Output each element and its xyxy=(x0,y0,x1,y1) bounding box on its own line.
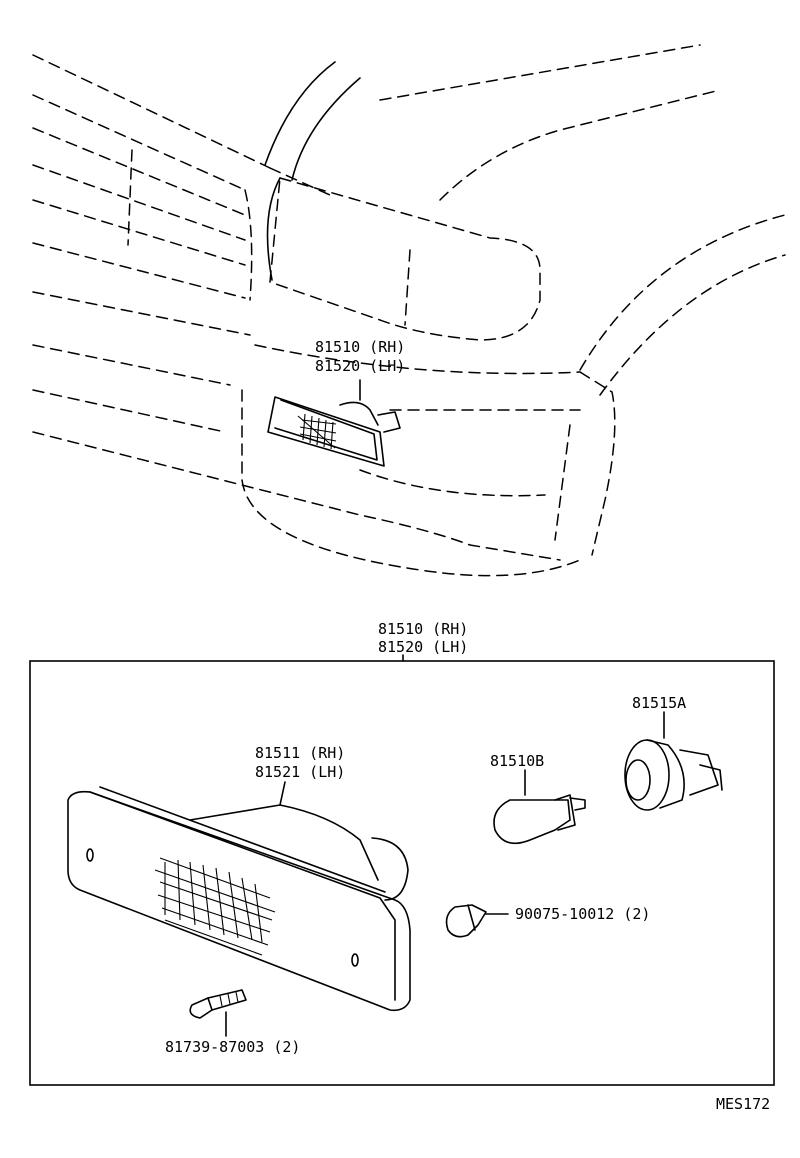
bulb-icon xyxy=(493,794,586,845)
part-90075-10012: 90075-10012 (2) xyxy=(515,905,650,923)
vehicle-front-solid xyxy=(264,61,361,281)
bulb-socket-icon xyxy=(624,739,723,811)
lamp-lens-housing xyxy=(67,781,411,1012)
clip-icon xyxy=(445,904,487,938)
assembly-callout-rh: 81510 (RH) xyxy=(378,620,468,638)
part-81521-lh: 81521 (LH) xyxy=(255,763,345,781)
part-81510b: 81510B xyxy=(490,752,544,770)
part-81511-rh: 81511 (RH) xyxy=(255,744,345,762)
assembly-callout-lh: 81520 (LH) xyxy=(378,638,468,656)
part-81515a: 81515A xyxy=(632,694,686,712)
upper-callout-rh: 81510 (RH) xyxy=(315,338,405,356)
figure-code: MES172 xyxy=(716,1095,770,1113)
upper-callout-lh: 81520 (LH) xyxy=(315,357,405,375)
lens-grid-pattern xyxy=(154,857,276,956)
vehicle-front-outline xyxy=(32,44,786,577)
assembly-frame xyxy=(29,660,775,1086)
screw-icon xyxy=(189,989,247,1019)
part-81739-87003: 81739-87003 (2) xyxy=(165,1038,300,1056)
installed-clearance-lamp xyxy=(267,396,401,467)
